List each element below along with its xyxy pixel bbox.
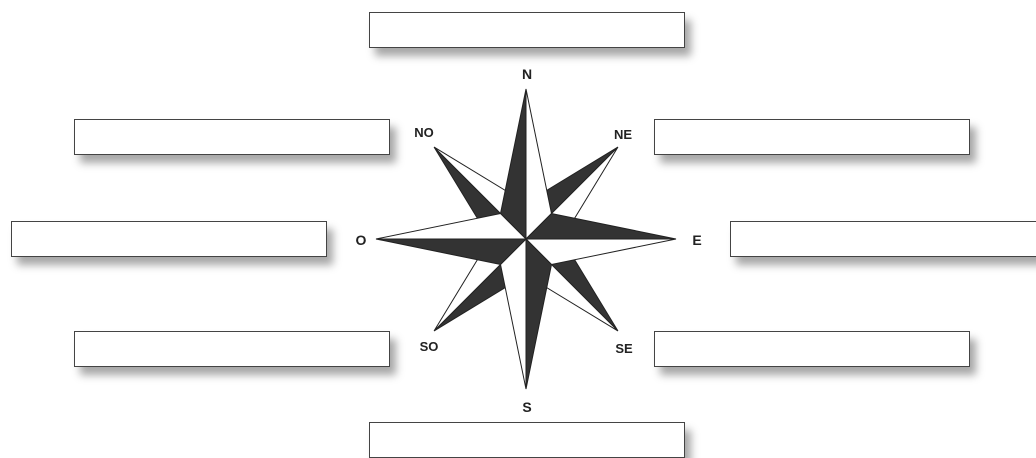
label-east: E [692,232,701,248]
compass-point-south-left [526,239,552,389]
label-northwest: NO [414,125,434,140]
label-north: N [522,66,532,82]
compass-point-east-right [526,239,676,265]
label-west: O [356,232,367,248]
label-southeast: SE [615,341,633,356]
compass-point-west-right [376,214,526,240]
label-southwest: SO [420,339,439,354]
label-south: S [522,399,531,415]
compass-point-west-left [376,239,526,265]
compass-point-north-left [501,89,527,239]
compass-point-north-right [526,89,552,239]
label-northeast: NE [614,127,632,142]
compass-point-east-left [526,214,676,240]
compass-point-south-right [501,239,527,389]
